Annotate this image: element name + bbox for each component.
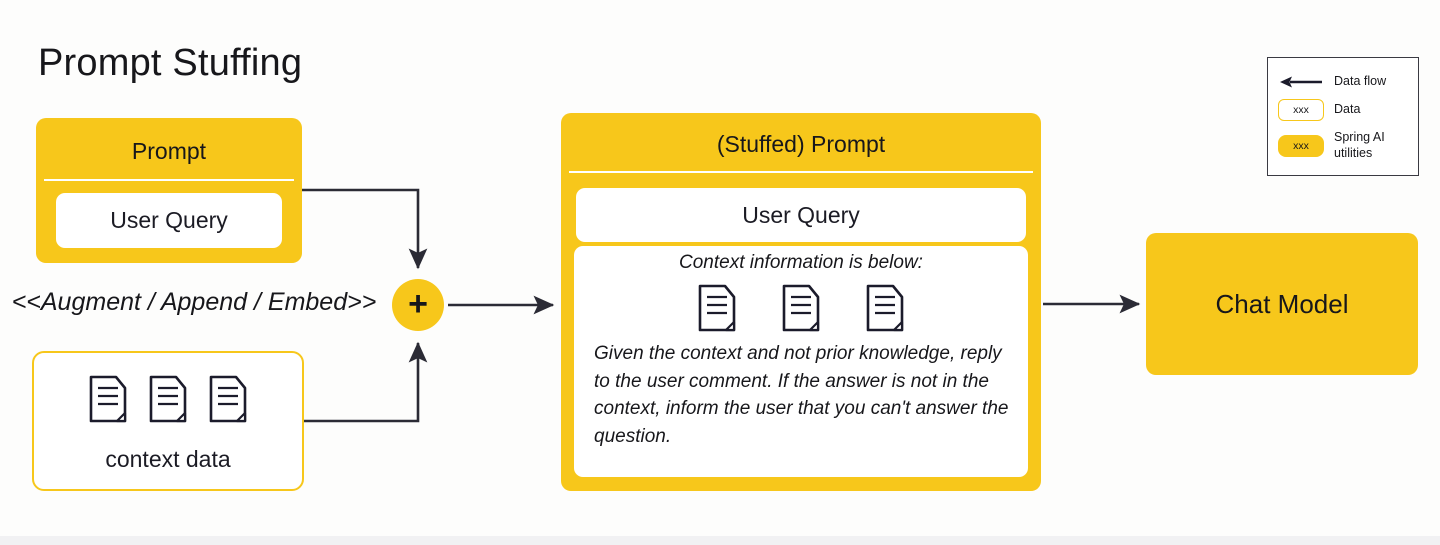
chat-model-label: Chat Model [1215, 288, 1349, 319]
document-icon [782, 284, 820, 332]
legend-row-spring-ai-utilities: xxx Spring AI utilities [1278, 130, 1385, 161]
legend-row-data-flow: Data flow [1278, 71, 1386, 93]
legend-row-data: xxx Data [1278, 99, 1360, 121]
document-icon [149, 375, 187, 423]
legend-label-spring-ai-utilities: Spring AI utilities [1334, 130, 1385, 160]
prompt-box[interactable]: Prompt User Query [36, 118, 302, 263]
legend: Data flow xxx Data xxx Spring AI utiliti… [1267, 57, 1419, 176]
stuffed-prompt-title: (Stuffed) Prompt [716, 131, 886, 157]
instruction-text: Given the context and not prior knowledg… [594, 343, 1009, 447]
prompt-box-title: Prompt [131, 138, 207, 164]
plus-combiner-node[interactable]: + [392, 279, 444, 331]
document-icon [866, 284, 904, 332]
legend-label-data: Data [1334, 102, 1361, 117]
context-data-label: context data [105, 446, 231, 472]
legend-swatch-data: xxx [1278, 99, 1324, 121]
legend-swatch-data-text: xxx [1293, 104, 1309, 116]
legend-label-data-flow: Data flow [1334, 74, 1387, 89]
bottom-strip [0, 536, 1440, 545]
augment-append-embed-label: <<Augment / Append / Embed>> [11, 288, 377, 316]
plus-icon: + [408, 284, 428, 323]
prompt-box-divider [44, 179, 294, 181]
stuffed-user-query-box[interactable]: User Query [576, 188, 1026, 242]
context-data-box[interactable]: context data [32, 351, 304, 491]
context-information-label: Context information is below: [679, 252, 923, 273]
document-icon [209, 375, 247, 423]
stuffed-user-query-label: User Query [742, 201, 860, 228]
prompt-user-query-box[interactable]: User Query [56, 193, 282, 248]
context-document-icon-row [34, 375, 302, 423]
legend-swatch-utilities-text: xxx [1293, 139, 1309, 152]
stuffed-prompt-divider [569, 171, 1033, 173]
prompt-user-query-label: User Query [110, 207, 228, 233]
stuffed-document-icon-row [574, 284, 1028, 332]
document-icon [698, 284, 736, 332]
left-arrow-icon [1280, 76, 1322, 88]
stuffed-prompt-content-box[interactable]: Context information is below: [574, 246, 1028, 477]
page-title: Prompt Stuffing [38, 42, 303, 84]
document-icon [89, 375, 127, 423]
legend-swatch-utilities: xxx [1278, 134, 1324, 157]
chat-model-box[interactable]: Chat Model [1146, 233, 1418, 375]
